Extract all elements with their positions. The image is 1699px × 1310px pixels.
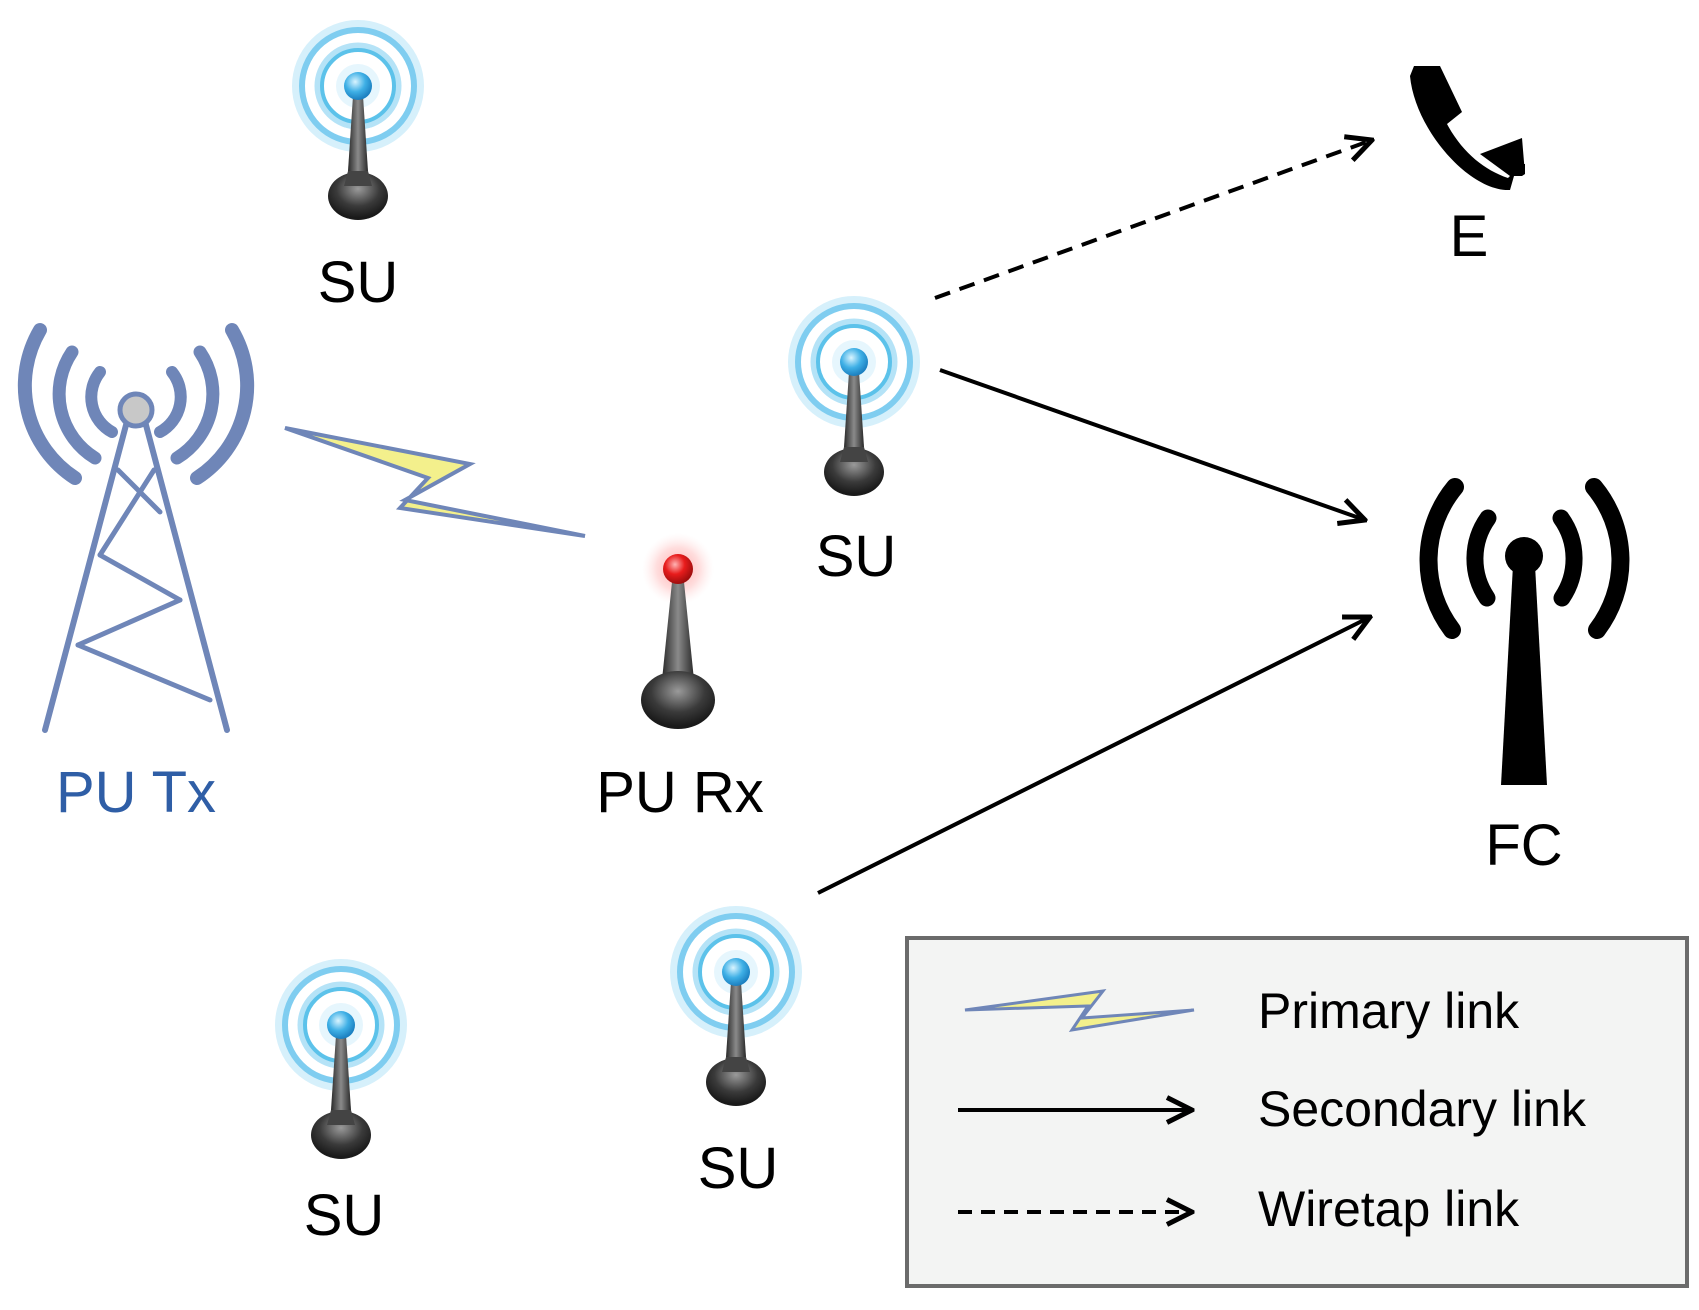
fc-mast: [1501, 565, 1547, 785]
legend-primary-symbol: [964, 989, 1195, 1033]
fusion-center-label: FC: [1485, 813, 1562, 878]
pu-tx-tower-icon: [17, 323, 255, 733]
legend-secondary-label: Secondary link: [1258, 1081, 1587, 1137]
pu-rx-antenna-icon: [641, 533, 715, 729]
fc-hub: [1505, 537, 1543, 575]
pu-tx-label: PU Tx: [56, 760, 216, 825]
su-bottom-mid-label: SU: [698, 1136, 779, 1201]
eavesdropper-label: E: [1450, 204, 1489, 269]
legend: Primary link Secondary link Wiretap link: [905, 936, 1689, 1288]
su-top-label: SU: [318, 250, 399, 315]
phone-icon: [1410, 66, 1525, 191]
su-bottom-left-label: SU: [304, 1183, 385, 1248]
legend-primary-label: Primary link: [1258, 983, 1520, 1039]
wiretap-link-arrow: [934, 140, 1372, 300]
su-bottom-left-antenna-icon: [279, 963, 403, 1159]
su-bottom-mid-antenna-icon: [674, 910, 798, 1106]
legend-wiretap-label: Wiretap link: [1258, 1181, 1520, 1237]
antenna-broadcast-icon: [1419, 478, 1630, 639]
pu-tx-hub: [117, 391, 155, 429]
su-mid-label: SU: [816, 524, 897, 589]
su-top-antenna-icon: [296, 24, 420, 220]
secondary-link-arrow-bottom: [817, 617, 1370, 895]
secondary-link-arrow-mid: [939, 368, 1365, 520]
su-mid-antenna-icon: [792, 300, 916, 496]
pu-rx-label: PU Rx: [596, 760, 764, 825]
primary-link-bolt: [284, 426, 586, 538]
